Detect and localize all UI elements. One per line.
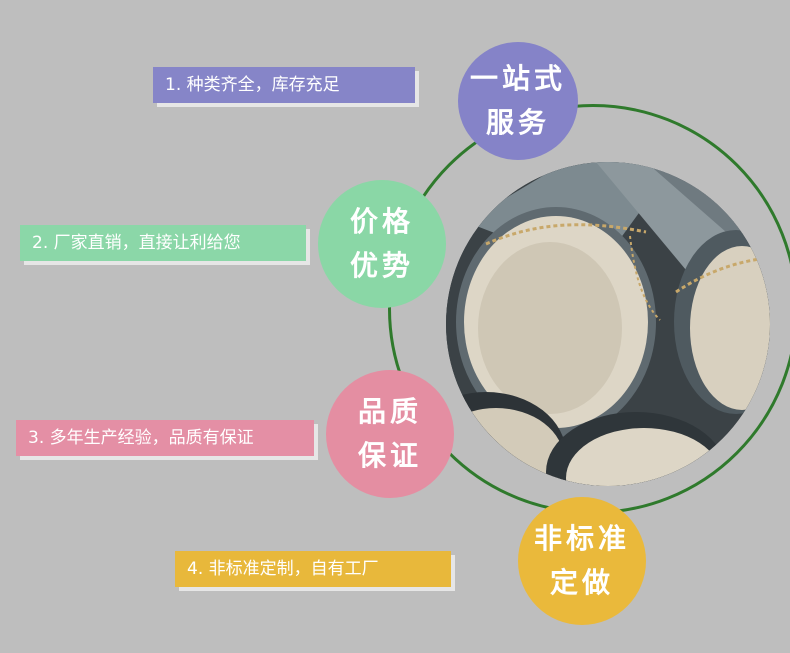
feature-label-1: 1. 种类齐全，库存充足 — [153, 67, 415, 103]
feature-label-3: 3. 多年生产经验，品质有保证 — [16, 420, 314, 456]
badge-price-advantage: 价格 优势 — [318, 180, 446, 308]
badge-line: 优势 — [349, 249, 414, 282]
badge-line: 服务 — [485, 106, 550, 139]
feature-label-4: 4. 非标准定制，自有工厂 — [175, 551, 451, 587]
badge-line: 非标准 — [533, 522, 630, 555]
badge-one-stop-service: 一站式 服务 — [458, 42, 578, 160]
badge-line: 一站式 — [469, 62, 566, 95]
badge-line: 定做 — [549, 566, 614, 599]
badge-line: 保证 — [357, 439, 422, 472]
badge-quality-assurance: 品质 保证 — [326, 370, 454, 498]
badge-line: 价格 — [349, 205, 414, 238]
badge-custom-made: 非标准 定做 — [518, 497, 646, 625]
feature-label-2: 2. 厂家直销，直接让利给您 — [20, 225, 306, 261]
badge-line: 品质 — [357, 395, 422, 428]
pipe-photo — [446, 162, 770, 486]
steel-pipes-illustration — [446, 162, 770, 486]
